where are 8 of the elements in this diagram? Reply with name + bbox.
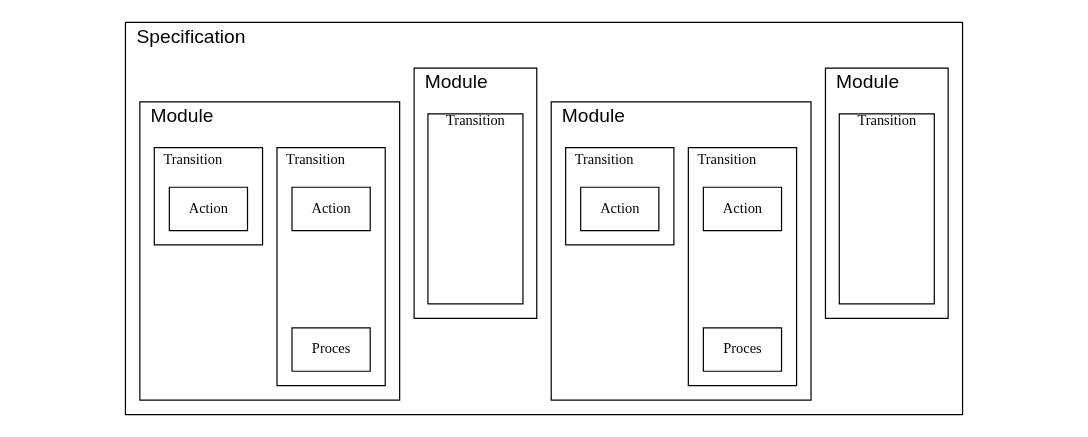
node-box: Action xyxy=(702,186,783,232)
node-box: Action xyxy=(291,186,371,232)
node-box: Action xyxy=(168,186,249,232)
node-box: Transition xyxy=(838,113,935,305)
node-box: Proces xyxy=(702,327,783,372)
node-box: Transition xyxy=(427,113,524,305)
node-box: Action xyxy=(580,186,660,232)
node-box: Proces xyxy=(291,327,371,372)
